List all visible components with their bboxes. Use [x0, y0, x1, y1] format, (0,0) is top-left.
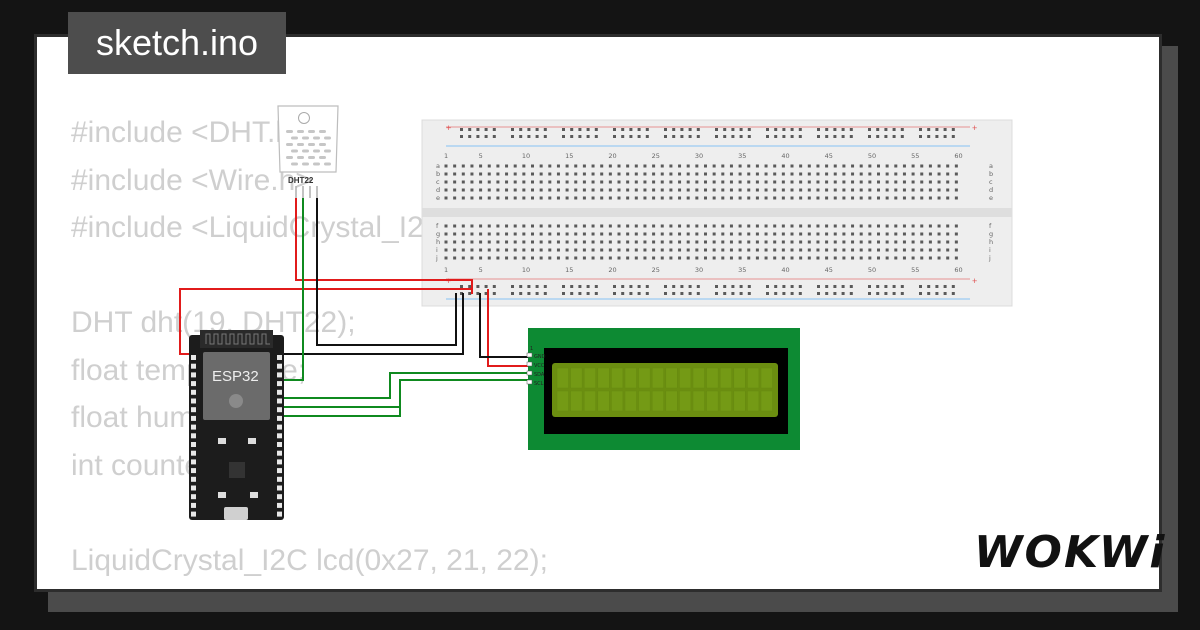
- esp32-label: ESP32: [212, 368, 259, 385]
- column-number: 15: [565, 266, 573, 274]
- row-letter: f: [989, 222, 992, 230]
- row-letter: h: [436, 238, 440, 246]
- wire-green-scl: [280, 379, 528, 408]
- column-number: 20: [608, 266, 616, 274]
- column-number: 55: [911, 266, 919, 274]
- column-number: 20: [608, 152, 616, 160]
- row-letter: b: [989, 170, 993, 178]
- row-letter: a: [436, 162, 440, 170]
- row-letter: e: [436, 194, 440, 202]
- row-letter: d: [436, 186, 440, 194]
- lcd-pin1-marker: 1: [530, 346, 533, 352]
- code-line: LiquidCrystal_I2C lcd(0x27, 21, 22);: [71, 543, 548, 577]
- column-number: 40: [781, 152, 789, 160]
- esp32-board: ESP32: [189, 330, 284, 520]
- column-number: 45: [825, 152, 833, 160]
- row-letter: j: [435, 254, 438, 262]
- column-number: 50: [868, 266, 876, 274]
- column-number: 5: [479, 152, 483, 160]
- row-letter: c: [989, 178, 993, 186]
- column-number: 15: [565, 152, 573, 160]
- column-number: 1: [444, 152, 448, 160]
- row-letter: a: [989, 162, 993, 170]
- lcd-pin-gnd: GND: [534, 354, 546, 360]
- column-number: 60: [954, 266, 962, 274]
- wire-red-power: [179, 288, 473, 355]
- wire-green-dht-data: [280, 198, 304, 381]
- lcd-pin-vcc: VCC: [534, 363, 545, 369]
- wire-black-lcd-gnd: [479, 293, 528, 358]
- usb-port: [224, 507, 248, 520]
- svg-text:+: +: [972, 123, 977, 133]
- row-letter: g: [989, 230, 993, 238]
- wire-red-dht-vcc: [295, 198, 473, 289]
- column-number: 5: [479, 266, 483, 274]
- column-number: 45: [825, 266, 833, 274]
- row-letter: j: [988, 254, 991, 262]
- dht22-label: DHT22: [288, 176, 314, 185]
- row-letter: b: [436, 170, 440, 178]
- column-number: 1: [444, 266, 448, 274]
- column-number: 40: [781, 266, 789, 274]
- dht22-sensor: DHT22: [277, 105, 339, 198]
- wire-green-sda: [280, 372, 528, 399]
- svg-text:+: +: [446, 123, 451, 133]
- lcd-pin-sda: SDA: [534, 372, 545, 378]
- column-number: 25: [652, 266, 660, 274]
- file-tab[interactable]: sketch.ino: [68, 12, 286, 74]
- row-letter: i: [989, 246, 991, 254]
- column-number: 50: [868, 152, 876, 160]
- wire-red-lcd-vcc: [487, 289, 528, 367]
- wire-green-extra: [280, 407, 401, 417]
- lcd-pin-scl: SCL: [534, 381, 544, 387]
- column-number: 25: [652, 152, 660, 160]
- column-number: 55: [911, 152, 919, 160]
- row-letter: f: [436, 222, 439, 230]
- wokwi-logo: WOKWi: [974, 527, 1167, 578]
- row-letter: g: [436, 230, 440, 238]
- column-number: 35: [738, 152, 746, 160]
- breadboard-holes: [444, 128, 958, 295]
- column-number: 35: [738, 266, 746, 274]
- row-letter: d: [989, 186, 993, 194]
- column-number: 30: [695, 152, 703, 160]
- wire-black-dht-gnd: [316, 198, 457, 346]
- row-letter: i: [436, 246, 438, 254]
- column-number: 60: [954, 152, 962, 160]
- row-letter: c: [436, 178, 440, 186]
- espressif-logo: [229, 394, 243, 408]
- column-number: 30: [695, 266, 703, 274]
- column-number: 10: [522, 152, 530, 160]
- row-letter: h: [989, 238, 993, 246]
- column-number: 10: [522, 266, 530, 274]
- code-line: #include <Wire.h>: [71, 163, 313, 197]
- row-letter: e: [989, 194, 993, 202]
- lcd1602: 1 GND VCC SDA SCL: [526, 328, 800, 450]
- svg-text:+: +: [972, 276, 977, 286]
